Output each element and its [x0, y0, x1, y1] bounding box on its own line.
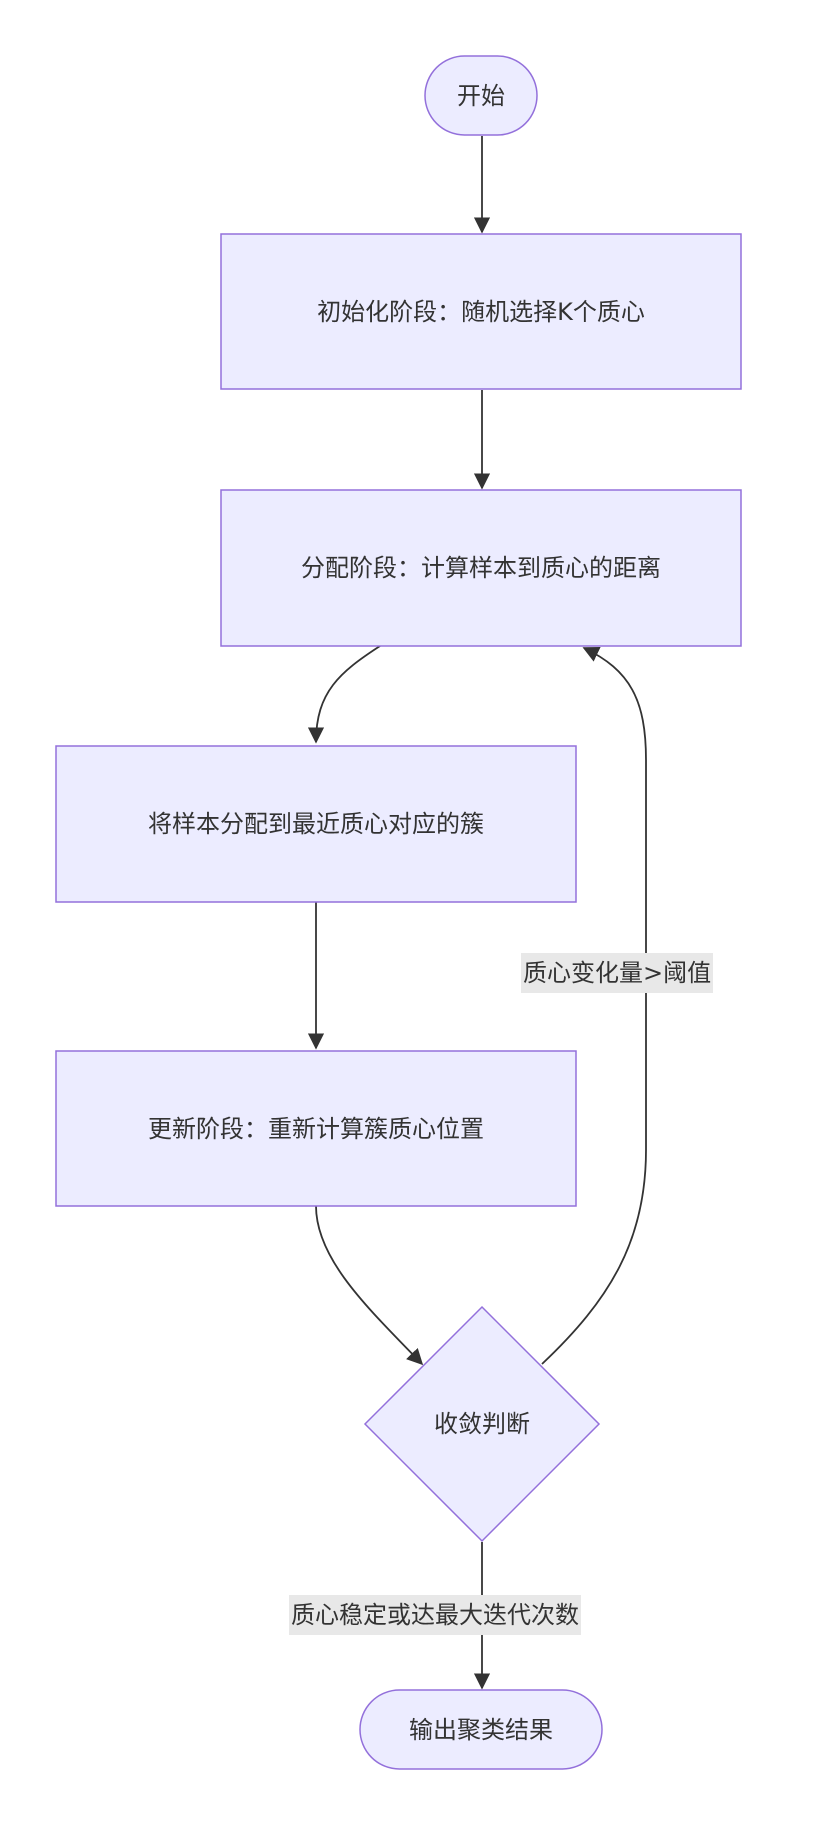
- loop-edge-label: 质心变化量>阈值: [521, 953, 714, 993]
- assign-cluster-label: 将样本分配到最近质心对应的簇: [148, 810, 484, 838]
- edge-assign-to-cluster: [307, 645, 381, 744]
- output-label: 输出聚类结果: [409, 1715, 553, 1744]
- assign-label: 分配阶段：计算样本到质心的距离: [301, 554, 661, 582]
- converge-node[interactable]: 收敛判断: [365, 1307, 599, 1541]
- start-node-shape: [424, 55, 538, 136]
- converge-label: 收敛判断: [434, 1410, 530, 1438]
- assign-cluster-node[interactable]: 将样本分配到最近质心对应的簇: [56, 746, 576, 902]
- init-node-shape: [220, 233, 742, 390]
- edge-update-to-converge: [315, 1205, 424, 1366]
- start-label: 开始: [457, 81, 505, 110]
- assign-node-shape: [220, 489, 742, 647]
- update-node[interactable]: 更新阶段：重新计算簇质心位置: [56, 1051, 576, 1206]
- assign-node[interactable]: 分配阶段：计算样本到质心的距离: [221, 490, 741, 646]
- output-node-shape: [359, 1689, 603, 1770]
- init-label: 初始化阶段：随机选择K个质心: [317, 297, 645, 326]
- output-node[interactable]: 输出聚类结果: [360, 1690, 602, 1769]
- edge-converge-to-assign-loop: [541, 646, 647, 1365]
- done-edge-label: 质心稳定或达最大迭代次数: [289, 1595, 581, 1635]
- assign-cluster-node-shape: [55, 745, 577, 903]
- init-node[interactable]: 初始化阶段：随机选择K个质心: [221, 234, 741, 389]
- update-label: 更新阶段：重新计算簇质心位置: [148, 1114, 484, 1143]
- update-node-shape: [55, 1050, 577, 1207]
- converge-node-shape: [363, 1305, 601, 1543]
- start-node[interactable]: 开始: [425, 56, 537, 135]
